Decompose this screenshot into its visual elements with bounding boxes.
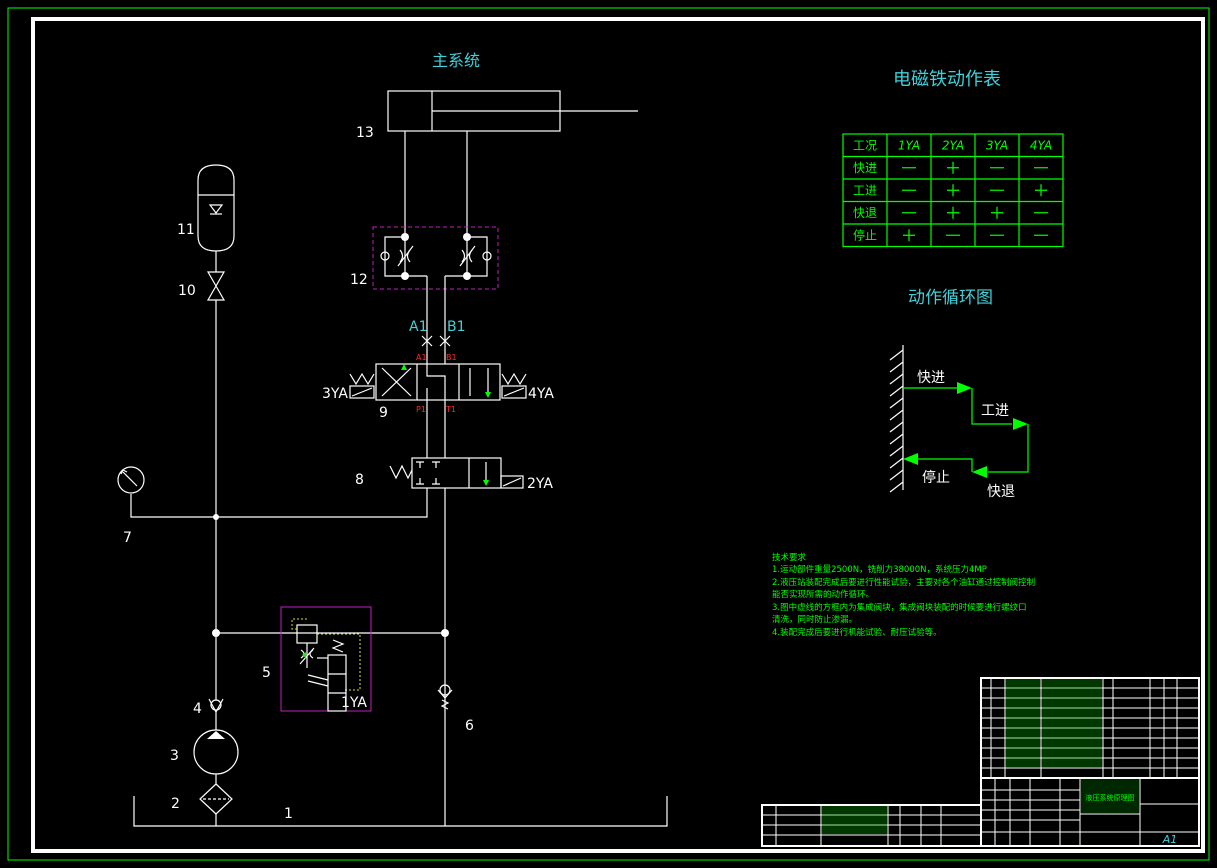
oil-filter <box>199 783 233 815</box>
drawing-name: 液压系统原理图 <box>1086 793 1135 802</box>
sheet-size: A1 <box>1162 833 1178 846</box>
label-11: 11 <box>177 222 195 238</box>
directional-valve-9 <box>349 363 527 401</box>
solenoid-3ya: 3YA <box>322 386 348 402</box>
relief-valve-block <box>280 606 372 712</box>
label-7: 7 <box>123 530 132 546</box>
table-row-label: 工进 <box>853 183 877 197</box>
port-b1-small: B1 <box>446 353 457 362</box>
label-9: 9 <box>379 405 388 421</box>
label-6: 6 <box>465 718 474 734</box>
label-1: 1 <box>284 806 293 822</box>
table-cell-plus <box>1035 184 1047 197</box>
directional-valve-8 <box>389 457 524 489</box>
system-title: 主系统 <box>432 51 480 70</box>
table-cell-plus <box>991 206 1003 219</box>
cycle-work-in: 工进 <box>981 403 1009 419</box>
table-header-cell: 4YA <box>1030 138 1052 152</box>
table-row-label: 快退 <box>853 206 877 220</box>
pressure-gauge <box>117 466 145 494</box>
solenoid-1ya: 1YA <box>341 695 367 711</box>
cycle-title: 动作循环图 <box>908 288 993 308</box>
note-2: 2.液压站装配完成后要进行性能试验，主要对各个油缸通过控制阀控制 <box>772 577 1035 588</box>
note-1: 1.运动部件重量2500N，铣削力38000N，系统压力4MP <box>772 564 987 575</box>
label-5: 5 <box>262 665 271 681</box>
action-cycle-diagram <box>889 345 1029 493</box>
port-b1: B1 <box>447 319 466 335</box>
hydraulic-cylinder <box>387 90 638 132</box>
note-3: 能否实现所需的动作循环。 <box>772 589 874 600</box>
table-cell-plus <box>947 184 959 197</box>
table-header-cell: 3YA <box>986 138 1008 152</box>
inner-frame <box>31 17 1205 853</box>
title-block-fill <box>822 679 1139 834</box>
accumulator <box>197 164 235 252</box>
port-a1: A1 <box>409 319 427 335</box>
table-title: 电磁铁动作表 <box>893 69 1001 90</box>
note-6: 4.装配完成后要进行机能试验、耐压试验等。 <box>772 627 942 638</box>
table-cell-plus <box>947 161 959 174</box>
port-p1: P1 <box>416 405 426 414</box>
stop-valve <box>206 271 226 301</box>
note-4: 3.图中虚线的方框内为集成阀块，集成阀块装配的时候要进行螺纹口 <box>772 602 1027 613</box>
solenoid-4ya: 4YA <box>528 386 554 402</box>
note-5: 清洗，同时防止渗漏。 <box>772 614 857 625</box>
table-header-cell: 2YA <box>942 138 964 152</box>
note-0: 技术要求 <box>772 552 807 563</box>
cycle-fast-in: 快进 <box>917 370 945 386</box>
check-valve-6 <box>437 684 453 710</box>
label-10: 10 <box>178 283 196 299</box>
label-4: 4 <box>193 701 202 717</box>
throttle-check-valve-block <box>372 226 499 290</box>
solenoid-2ya: 2YA <box>527 476 553 492</box>
table-row-label: 停止 <box>853 227 877 242</box>
cycle-fast-out: 快退 <box>987 484 1015 500</box>
port-t1: T1 <box>445 405 456 414</box>
table-cell-plus <box>903 229 915 242</box>
label-12: 12 <box>350 272 368 288</box>
table-row-label: 快进 <box>853 161 877 175</box>
title-block <box>761 677 1200 847</box>
hydraulic-pump <box>193 729 239 775</box>
label-8: 8 <box>355 472 364 488</box>
port-a1-small: A1 <box>416 353 427 362</box>
label-2: 2 <box>171 796 180 812</box>
check-valve-4 <box>208 698 224 714</box>
table-border <box>842 133 1064 248</box>
technical-notes: 技术要求 1.运动部件重量2500N，铣削力38000N，系统压力4MP 2.液… <box>772 552 1035 638</box>
oil-tank <box>133 796 668 827</box>
cycle-stop: 停止 <box>922 469 950 486</box>
label-13: 13 <box>356 125 374 141</box>
table-header-cell: 工况 <box>853 138 877 152</box>
label-3: 3 <box>170 748 179 764</box>
table-cell-plus <box>947 206 959 219</box>
table-header-cell: 1YA <box>898 138 920 152</box>
outer-frame <box>7 7 1210 861</box>
